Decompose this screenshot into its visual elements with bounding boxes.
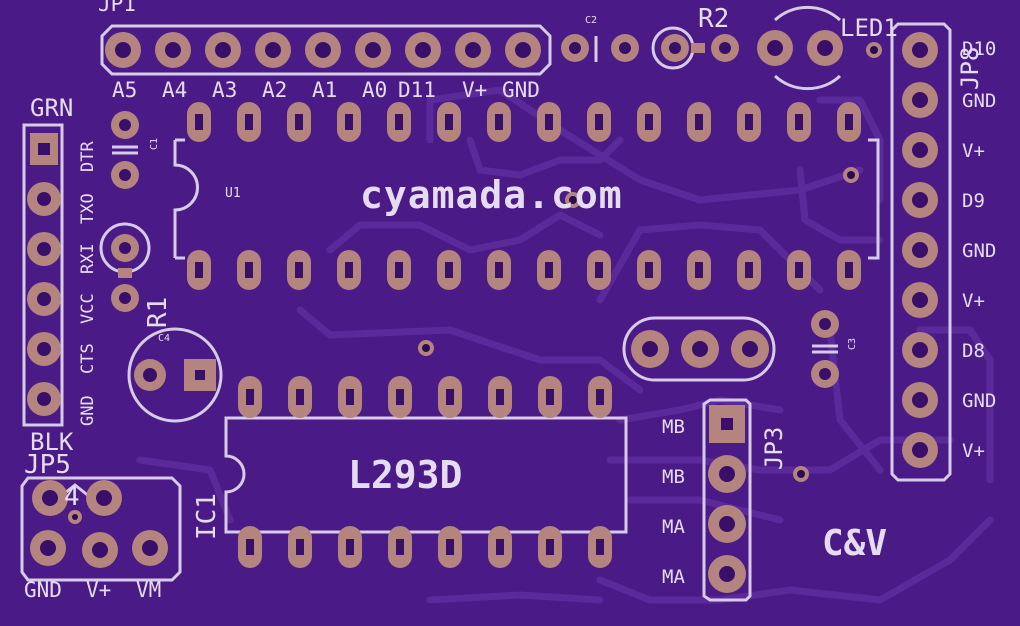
left-component-pads — [111, 111, 139, 312]
jp1-pin-vplus: V+ — [462, 78, 488, 102]
jp1-pin-a0: A0 — [362, 78, 388, 102]
jp1-pin-a1: A1 — [312, 78, 338, 102]
ic1-top-pads — [238, 376, 612, 418]
jp8-pin-vplus-1: V+ — [962, 140, 985, 162]
jp8-pin-d9: D9 — [962, 190, 985, 212]
jp5-name: JP5 — [24, 450, 71, 480]
jp3-outline — [702, 398, 752, 602]
u1-bottom-pads — [187, 250, 861, 290]
jp1-outline — [100, 24, 552, 76]
c4-label: C4 — [158, 333, 171, 344]
regulator-outline — [622, 316, 776, 382]
u1-label: U1 — [225, 186, 241, 201]
ftdi-pin-gnd: GND — [78, 395, 98, 426]
jp3-pin-ma-1: MA — [662, 516, 685, 538]
top-component-pads — [561, 30, 882, 66]
ic1-bottom-pads — [238, 526, 612, 568]
r1-label: R1 — [143, 296, 173, 328]
ftdi-outline — [22, 123, 64, 427]
driver-chip-label: L293D — [348, 453, 463, 497]
ftdi-pin-vcc: VCC — [78, 293, 98, 324]
jp8-pin-vplus-3: V+ — [962, 440, 985, 462]
jp1-pin-a5: A5 — [112, 78, 138, 102]
jp5-jumper-number: 4 — [64, 482, 80, 512]
c4-outline — [127, 327, 223, 423]
ic1-label: IC1 — [192, 493, 222, 540]
ftdi-pin-cts: CTS — [78, 343, 98, 374]
c3-label: C3 — [847, 337, 858, 350]
ftdi-bottom-label: BLK — [30, 428, 74, 456]
regulator-pads — [631, 330, 769, 368]
jp8-pin-d10: D10 — [962, 38, 997, 60]
jp8-pads — [902, 32, 938, 468]
jp1-pads — [105, 32, 541, 68]
jp8-pin-vplus-2: V+ — [962, 290, 985, 312]
c4-pads — [134, 359, 216, 391]
jp5-pin-gnd: GND — [24, 578, 62, 602]
vias — [68, 167, 859, 524]
jp3-pin-ma-2: MA — [662, 566, 685, 588]
ftdi-top-label: GRN — [30, 94, 74, 122]
jp5-pin-vm: VM — [136, 578, 162, 602]
jp1-name: JP1 — [98, 0, 136, 16]
website-text: cyamada.com — [360, 173, 623, 217]
ftdi-pin-rxi: RXI — [78, 243, 98, 274]
jp5-outline — [20, 476, 182, 582]
ftdi-pin-dtr: DTR — [78, 141, 98, 172]
c3-pads — [811, 310, 839, 388]
jp1-pin-a2: A2 — [262, 78, 288, 102]
ic1-outline — [224, 416, 628, 534]
ftdi-pin-txo: TXO — [78, 193, 98, 224]
c2-label: C2 — [585, 15, 598, 26]
jp8-pin-gnd-3: GND — [962, 390, 997, 412]
jp8-pin-gnd-1: GND — [962, 90, 997, 112]
c1-label: C1 — [149, 137, 160, 150]
jp3-name: JP3 — [760, 426, 788, 470]
jp5-pads — [30, 480, 168, 568]
jp3-pads — [708, 405, 746, 593]
led1-outline — [773, 5, 842, 91]
r2-label: R2 — [698, 4, 730, 34]
jp1-pin-d11: D11 — [398, 78, 436, 102]
u1-top-pads — [187, 102, 861, 142]
jp5-pin-vplus: V+ — [86, 578, 112, 602]
jp8-outline — [890, 22, 952, 482]
jp3-pin-mb-1: MB — [662, 416, 685, 438]
jp1-pin-a3: A3 — [212, 78, 238, 102]
jp1-pin-gnd: GND — [502, 78, 540, 102]
ftdi-pads — [27, 133, 61, 416]
jp3-pin-mb-2: MB — [662, 466, 685, 488]
jp1-pin-a4: A4 — [162, 78, 188, 102]
u1-outline — [173, 138, 880, 260]
led1-label: LED1 — [840, 14, 898, 42]
initials-text: C&V — [822, 523, 888, 564]
jp8-pin-gnd-2: GND — [962, 240, 997, 262]
jp8-pin-d8: D8 — [962, 340, 985, 362]
